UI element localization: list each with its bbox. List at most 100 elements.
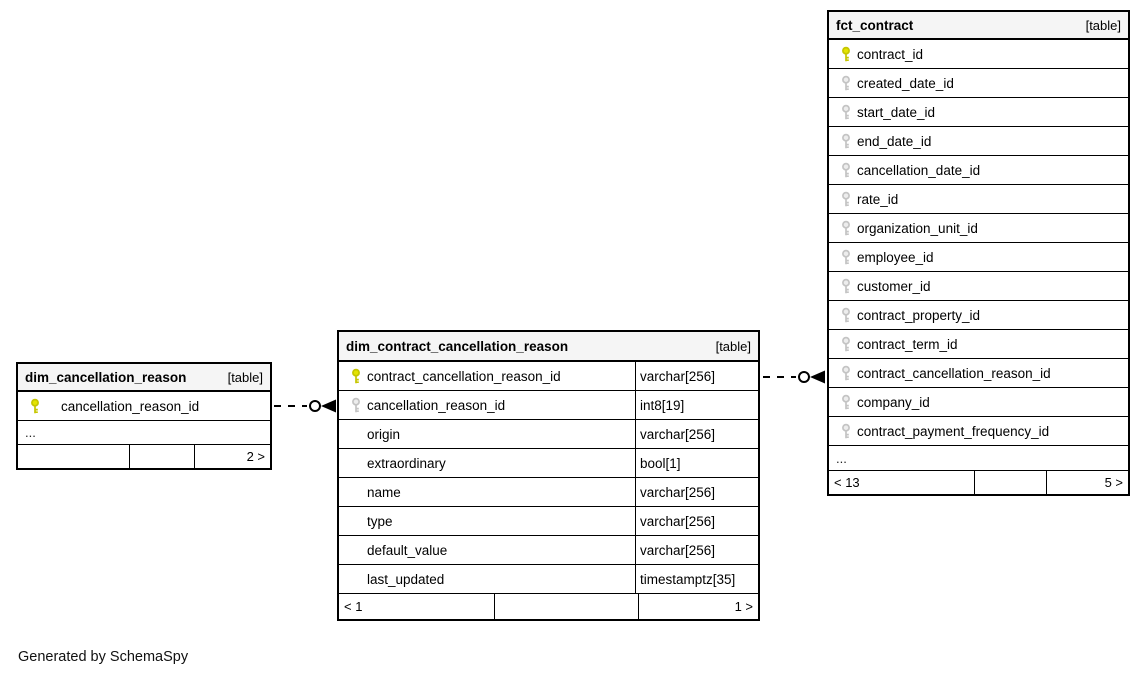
column-row: type varchar[256] [339, 507, 758, 536]
table-header[interactable]: dim_contract_cancellation_reason [table] [339, 332, 758, 362]
foreign-key-icon [840, 191, 852, 208]
column-datatype: bool[1] [635, 449, 758, 477]
child-relationship-count: 1 > [734, 599, 753, 614]
foreign-key-icon [840, 220, 852, 237]
column-datatype: varchar[256] [635, 507, 758, 535]
column-row: created_date_id [829, 69, 1128, 98]
foreign-key-icon [840, 104, 852, 121]
column-row: default_value varchar[256] [339, 536, 758, 565]
relationship-dim-cancellation-reason-to-dim-contract-cancellation-reason [274, 399, 336, 413]
column-name: contract_property_id [857, 307, 981, 323]
column-datatype: timestamptz[35] [635, 565, 758, 593]
primary-key-icon [840, 46, 852, 63]
entity-table-fct-contract[interactable]: fct_contract [table] contract_id created_da… [827, 10, 1130, 496]
column-name: organization_unit_id [857, 220, 978, 236]
parent-relationship-count [18, 445, 130, 468]
column-row: origin varchar[256] [339, 420, 758, 449]
column-name: origin [367, 426, 401, 442]
column-row: employee_id [829, 243, 1128, 272]
relationship-circle-end [309, 400, 321, 412]
entity-table-dim-contract-cancellation-reason[interactable]: dim_contract_cancellation_reason [table] c… [337, 330, 760, 621]
foreign-key-icon [840, 307, 852, 324]
column-name: last_updated [367, 571, 445, 587]
relationship-circle-end [798, 371, 810, 383]
column-name: end_date_id [857, 133, 932, 149]
foreign-key-icon [840, 423, 852, 440]
primary-key-icon [350, 368, 362, 385]
foreign-key-icon [840, 75, 852, 92]
column-datatype: varchar[256] [635, 362, 758, 390]
table-name: dim_cancellation_reason [25, 369, 187, 385]
foreign-key-icon [840, 394, 852, 411]
column-row: cancellation_reason_id [18, 392, 270, 421]
truncated-columns-ellipsis: ... [829, 446, 1128, 471]
entity-table-dim-cancellation-reason[interactable]: dim_cancellation_reason [table] cancellati… [16, 362, 272, 470]
column-row: cancellation_reason_id int8[19] [339, 391, 758, 420]
relationship-count-footer: 2 > [18, 445, 270, 468]
column-name: type [367, 513, 393, 529]
column-row: cancellation_date_id [829, 156, 1128, 185]
primary-key-icon [29, 398, 41, 415]
column-name: employee_id [857, 249, 934, 265]
column-row: customer_id [829, 272, 1128, 301]
column-datatype: varchar[256] [635, 536, 758, 564]
foreign-key-icon [840, 336, 852, 353]
foreign-key-icon [840, 162, 852, 179]
child-relationship-count: 2 > [246, 449, 265, 464]
column-name: contract_term_id [857, 336, 958, 352]
generated-by-note: Generated by SchemaSpy [18, 649, 189, 665]
foreign-key-icon [350, 397, 362, 414]
foreign-key-icon [840, 249, 852, 266]
column-datatype: int8[19] [635, 391, 758, 419]
relationship-arrowhead [321, 399, 336, 413]
foreign-key-icon [840, 133, 852, 150]
column-name: default_value [367, 542, 448, 558]
foreign-key-icon [840, 278, 852, 295]
table-header[interactable]: fct_contract [table] [829, 12, 1128, 40]
column-row: contract_payment_frequency_id [829, 417, 1128, 446]
footer-spacer-cell [975, 471, 1047, 494]
column-name: cancellation_reason_id [367, 397, 506, 413]
column-row: last_updated timestamptz[35] [339, 565, 758, 594]
column-row: extraordinary bool[1] [339, 449, 758, 478]
column-row: contract_term_id [829, 330, 1128, 359]
relationship-dim-contract-cancellation-reason-to-fct-contract [763, 370, 825, 384]
column-row: contract_cancellation_reason_id varchar[2… [339, 362, 758, 391]
footer-spacer-cell [130, 445, 195, 468]
column-name: contract_cancellation_reason_id [367, 368, 561, 384]
foreign-key-icon [840, 365, 852, 382]
column-datatype: varchar[256] [635, 478, 758, 506]
column-name: rate_id [857, 191, 899, 207]
table-type-badge: [table] [227, 369, 263, 385]
table-name: fct_contract [836, 17, 914, 33]
column-name: contract_payment_frequency_id [857, 423, 1050, 439]
table-type-badge: [table] [715, 338, 751, 354]
column-datatype: varchar[256] [635, 420, 758, 448]
table-type-badge: [table] [1085, 17, 1121, 33]
column-name: cancellation_reason_id [61, 398, 200, 414]
column-row: name varchar[256] [339, 478, 758, 507]
column-name: contract_id [857, 46, 924, 62]
column-name: name [367, 484, 401, 500]
relationship-arrowhead [810, 370, 825, 384]
column-row: rate_id [829, 185, 1128, 214]
column-name: cancellation_date_id [857, 162, 981, 178]
column-row: organization_unit_id [829, 214, 1128, 243]
column-row: contract_id [829, 40, 1128, 69]
parent-relationship-count: < 1 [339, 594, 495, 619]
column-name: customer_id [857, 278, 931, 294]
column-row: company_id [829, 388, 1128, 417]
column-name: extraordinary [367, 455, 446, 471]
column-name: company_id [857, 394, 930, 410]
relationship-count-footer: < 1 1 > [339, 594, 758, 619]
column-name: created_date_id [857, 75, 954, 91]
table-header[interactable]: dim_cancellation_reason [table] [18, 364, 270, 392]
column-row: contract_cancellation_reason_id [829, 359, 1128, 388]
footer-spacer-cell [495, 594, 639, 619]
truncated-columns-ellipsis: ... [18, 421, 270, 445]
table-name: dim_contract_cancellation_reason [346, 338, 569, 354]
column-row: end_date_id [829, 127, 1128, 156]
column-name: start_date_id [857, 104, 936, 120]
